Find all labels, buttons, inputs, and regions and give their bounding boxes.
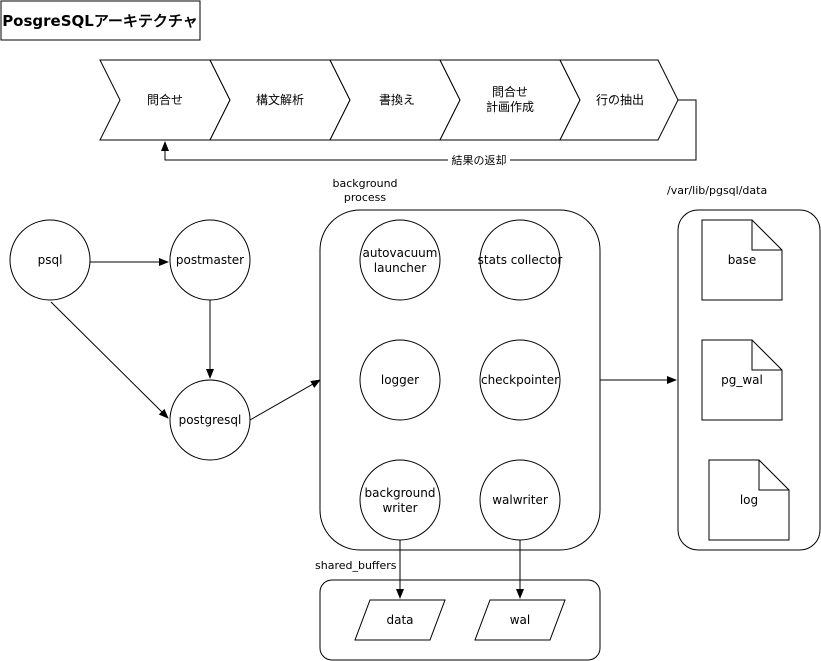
logger-node: logger bbox=[359, 339, 441, 421]
background-process-label: background bbox=[332, 177, 397, 190]
result-return-label: 結果の返却 bbox=[452, 153, 507, 167]
walwriter-node: walwriter bbox=[479, 459, 561, 541]
stats-collector-node: stats collector bbox=[478, 219, 563, 301]
query-pipeline: 問合せ 構文解析 書換え 問合せ 計画作成 行の抽出 bbox=[99, 59, 679, 141]
process-label: stats collector bbox=[478, 253, 563, 267]
data-directory-label: /var/lib/pgsql/data bbox=[667, 184, 767, 197]
postmaster-node: postmaster bbox=[169, 219, 251, 301]
process-label: background bbox=[365, 486, 436, 500]
pipeline-step-rewrite: 書換え bbox=[329, 59, 461, 141]
buffer-label: wal bbox=[510, 613, 531, 627]
pipeline-step-label: 問合せ bbox=[147, 92, 183, 107]
process-label: writer bbox=[382, 501, 417, 515]
background-process-label: process bbox=[344, 191, 387, 204]
pipeline-step-label: 計画作成 bbox=[486, 99, 534, 114]
shared-buffers-label: shared_buffers bbox=[315, 559, 397, 572]
result-return-edge: 結果の返却 bbox=[161, 99, 697, 167]
shared-buffers-group: shared_buffers data wal bbox=[315, 559, 601, 661]
background-writer-node: background writer bbox=[359, 459, 441, 541]
shared-buffer-data: data bbox=[354, 599, 446, 641]
process-label: autovacuum bbox=[363, 246, 438, 260]
process-label: walwriter bbox=[492, 493, 548, 507]
background-process-group: background process autovacuum launcher s… bbox=[319, 177, 601, 551]
pipeline-step-parse: 構文解析 bbox=[209, 59, 351, 141]
pipeline-step-fetch: 行の抽出 bbox=[559, 59, 679, 141]
pipeline-step-label: 行の抽出 bbox=[596, 93, 644, 107]
diagram-title: PosgreSQLアーキテクチャ bbox=[0, 0, 201, 41]
pipeline-step-label: 構文解析 bbox=[256, 92, 304, 107]
postgresql-label: postgresql bbox=[179, 413, 242, 427]
checkpointer-node: checkpointer bbox=[479, 339, 561, 421]
diagram-title-text: PosgreSQLアーキテクチャ bbox=[2, 12, 198, 30]
pipeline-step-plan: 問合せ 計画作成 bbox=[439, 59, 581, 141]
pipeline-step-label: 問合せ bbox=[492, 84, 528, 99]
psql-node: psql bbox=[9, 219, 91, 301]
shared-buffer-wal: wal bbox=[474, 599, 566, 641]
file-pgwal-icon: pg_wal bbox=[701, 339, 783, 421]
buffer-label: data bbox=[386, 613, 413, 627]
process-label: launcher bbox=[374, 261, 426, 275]
process-label: checkpointer bbox=[481, 373, 559, 387]
edge-postgresql-background bbox=[249, 379, 321, 421]
psql-label: psql bbox=[38, 253, 63, 267]
pipeline-step-label: 書換え bbox=[379, 93, 415, 107]
file-label: log bbox=[740, 493, 758, 507]
file-label: pg_wal bbox=[721, 373, 763, 387]
file-label: base bbox=[728, 253, 757, 267]
process-label: logger bbox=[381, 373, 419, 387]
autovacuum-launcher-node: autovacuum launcher bbox=[359, 219, 441, 301]
postgresql-node: postgresql bbox=[169, 379, 251, 461]
postmaster-label: postmaster bbox=[176, 253, 244, 267]
data-directory-group: /var/lib/pgsql/data base pg_wal log bbox=[667, 184, 821, 551]
file-log-icon: log bbox=[708, 459, 790, 541]
file-base-icon: base bbox=[701, 219, 783, 301]
pipeline-step-query: 問合せ bbox=[99, 59, 231, 141]
edge-psql-postgresql bbox=[50, 301, 169, 419]
